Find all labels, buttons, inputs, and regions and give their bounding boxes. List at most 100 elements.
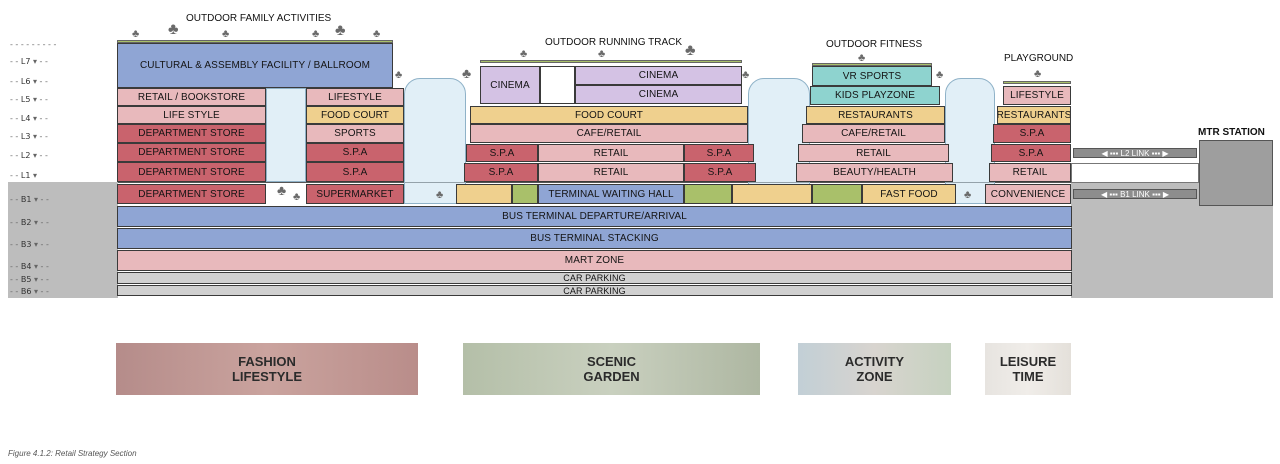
block-d-l2: S.P.A	[991, 144, 1071, 162]
link-corridor	[1071, 163, 1199, 183]
block-d-l3: S.P.A	[993, 124, 1071, 143]
block-a-l4-left: LIFE STYLE	[117, 106, 266, 124]
block-b-b1: TERMINAL WAITING HALL	[538, 184, 684, 204]
floor-label-b2: - - B2 ▾ - -	[10, 218, 49, 227]
ground-left	[8, 182, 118, 298]
floor-l1-text: L1	[20, 171, 31, 180]
tree-icon: ♣	[293, 191, 301, 203]
block-a-l5-right: LIFESTYLE	[306, 88, 404, 106]
block-d-l4: RESTAURANTS	[997, 106, 1071, 124]
block-b6-parking: CAR PARKING	[117, 285, 1072, 296]
tree-icon: ♣	[168, 21, 179, 38]
floor-label-l3: - - L3 ▾ - -	[10, 132, 48, 141]
block-b-l2-b: RETAIL	[538, 144, 684, 162]
block-a-b1-right: SUPERMARKET	[306, 184, 404, 204]
floor-b4-text: B4	[20, 262, 32, 271]
bridge-ab	[404, 78, 466, 204]
card-fashion-line2: LIFESTYLE	[231, 369, 303, 384]
label-outdoor-family: OUTDOOR FAMILY ACTIVITIES	[186, 13, 332, 24]
block-b-l2-a: S.P.A	[466, 144, 538, 162]
label-outdoor-fitness: OUTDOOR FITNESS	[826, 39, 923, 50]
tree-icon: ♣	[936, 69, 944, 81]
tree-icon: ♣	[222, 28, 230, 40]
label-playground: PLAYGROUND	[1004, 53, 1074, 64]
l2-link: ◀ ▪▪▪ L2 LINK ▪▪▪ ▶	[1073, 148, 1197, 158]
block-b-l3: CAFE/RETAIL	[470, 124, 748, 143]
floor-label-b6: - - B6 ▾ - -	[10, 287, 49, 296]
label-running-track: OUTDOOR RUNNING TRACK	[545, 37, 683, 48]
floor-b5-text: B5	[20, 275, 32, 284]
floor-label-b4: - - B4 ▾ - -	[10, 262, 49, 271]
card-leisure-line2: TIME	[1012, 369, 1044, 384]
floor-l4-text: L4	[20, 114, 31, 123]
roof-d	[1003, 81, 1071, 84]
block-c-l1: BEAUTY/HEALTH	[796, 163, 953, 182]
block-a-l1-left: DEPARTMENT STORE	[117, 162, 266, 182]
block-a-l5-left: RETAIL / BOOKSTORE	[117, 88, 266, 106]
block-d-l1: RETAIL	[989, 163, 1071, 182]
floor-b6-text: B6	[20, 287, 32, 296]
block-c-b1: FAST FOOD	[862, 184, 956, 204]
floor-label-l5: - - L5 ▾ - -	[10, 95, 48, 104]
tree-icon: ♣	[742, 69, 750, 81]
card-garden-line1: SCENIC	[586, 354, 637, 369]
floor-label-l2: - - L2 ▾ - -	[10, 151, 48, 160]
floor-b1-text: B1	[20, 195, 32, 204]
block-b-cinema-left: CINEMA	[480, 66, 540, 104]
block-a-b1-left: DEPARTMENT STORE	[117, 184, 266, 204]
b1-link: ◀ ▪▪▪ B1 LINK ▪▪▪ ▶	[1073, 189, 1197, 199]
roof-c	[812, 63, 932, 66]
floor-l2-text: L2	[20, 151, 31, 160]
card-activity-line2: ZONE	[856, 369, 893, 384]
card-garden-line2: GARDEN	[583, 369, 640, 384]
block-a-l4-right: FOOD COURT	[306, 106, 404, 124]
block-d-b1: CONVENIENCE	[985, 184, 1071, 204]
block-c-l3: CAFE/RETAIL	[802, 124, 945, 143]
card-fashion-line1: FASHION	[238, 354, 296, 369]
tree-icon: ♣	[132, 28, 140, 40]
block-c-l7: VR SPORTS	[812, 66, 932, 86]
block-b-b1-green-right	[684, 184, 732, 204]
floor-label-l4: - - L4 ▾ - -	[10, 114, 48, 123]
block-b-l2-c: S.P.A	[684, 144, 754, 162]
block-c-l2: RETAIL	[798, 144, 949, 162]
block-c-b1-green	[812, 184, 862, 204]
block-a-l3-right: SPORTS	[306, 124, 404, 143]
card-activity-line1: ACTIVITY	[844, 354, 905, 369]
tree-icon: ♣	[277, 182, 287, 198]
block-b4-mart: MART ZONE	[117, 250, 1072, 271]
label-mtr-station: MTR STATION	[1198, 127, 1265, 138]
block-b2-bus-terminal: BUS TERMINAL DEPARTURE/ARRIVAL	[117, 206, 1072, 227]
floor-label-l1: - - L1 ▾	[10, 171, 37, 180]
tree-icon: ♣	[373, 28, 381, 40]
tree-icon: ♣	[598, 48, 606, 60]
tree-icon: ♣	[335, 22, 346, 39]
mtr-station-box	[1199, 140, 1273, 206]
floor-label-l6: - - L6 ▾ - -	[10, 77, 48, 86]
floor-l7-text: L7	[20, 57, 31, 66]
block-a-l1-right: S.P.A	[306, 162, 404, 182]
block-ballroom: CULTURAL & ASSEMBLY FACILITY / BALLROOM	[117, 43, 393, 88]
block-d-l5: LIFESTYLE	[1003, 86, 1071, 105]
floor-b2-text: B2	[20, 218, 32, 227]
block-b-b1-green-left	[512, 184, 538, 204]
floor-label-b3: - - B3 ▾ - -	[10, 240, 49, 249]
tree-icon: ♣	[1034, 68, 1042, 80]
block-b-cinema-void	[540, 66, 575, 104]
floor-b3-text: B3	[20, 240, 32, 249]
tree-icon: ♣	[312, 28, 320, 40]
card-leisure-line1: LEISURE	[999, 354, 1057, 369]
roof-a	[117, 40, 393, 43]
floor-label-l7: - - L7 ▾ - -	[10, 57, 48, 66]
tree-icon: ♣	[395, 69, 403, 81]
block-b-cinema-bottom: CINEMA	[575, 85, 742, 104]
tree-icon: ♣	[858, 52, 866, 64]
tree-icon: ♣	[436, 189, 444, 201]
floor-l5-text: L5	[20, 95, 31, 104]
ground-line	[118, 182, 1073, 183]
block-b-cinema-top: CINEMA	[575, 66, 742, 85]
tree-icon: ♣	[462, 65, 472, 81]
